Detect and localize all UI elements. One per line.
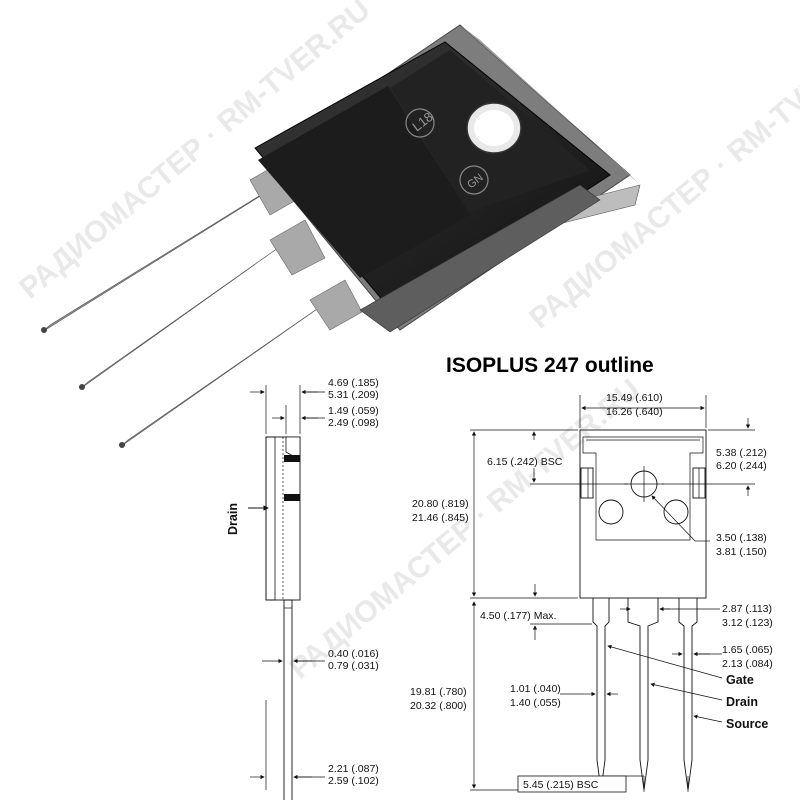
- side-dim-lead-b: 0.79 (.031): [328, 660, 379, 672]
- front-max-dim: 4.50 (.177) Max.: [480, 610, 556, 622]
- side-dim-top2-a: 1.49 (.059): [328, 405, 379, 417]
- side-dim-top1-a: 4.69 (.185): [328, 377, 379, 389]
- front-hole-offset-a: 5.38 (.212): [716, 447, 767, 459]
- side-dim-top2-b: 2.49 (.098): [328, 417, 379, 429]
- front-height-b: 21.46 (.845): [412, 512, 469, 524]
- side-view: Drain 4.69 (.185) 5.31 (.209) 1.49 (.059…: [226, 377, 379, 800]
- front-lead-w-a: 2.87 (.113): [722, 603, 772, 615]
- front-height-a: 20.80 (.819): [412, 498, 469, 510]
- front-bsc-hole: 6.15 (.242) BSC: [487, 456, 563, 468]
- front-lead-n-a: 1.65 (.065): [722, 644, 773, 656]
- pin-label-source: Source: [726, 717, 768, 731]
- front-lead-t-b: 1.40 (.055): [510, 697, 561, 709]
- front-lead-n-b: 2.13 (.084): [722, 658, 773, 670]
- front-view: 15.49 (.610) 16.26 (.640) 20.80 (.819) 2…: [410, 392, 773, 793]
- front-width-a: 15.49 (.610): [606, 392, 663, 404]
- front-lead-len-a: 19.81 (.780): [410, 686, 467, 698]
- side-dim-top1-b: 5.31 (.209): [328, 389, 379, 401]
- front-hole-dia-a: 3.50 (.138): [716, 532, 767, 544]
- front-lead-w-b: 3.12 (.123): [722, 617, 773, 629]
- front-hole-offset-b: 6.20 (.244): [716, 460, 767, 472]
- pin-label-drain: Drain: [726, 695, 758, 709]
- side-dim-lead-a: 0.40 (.016): [328, 648, 379, 660]
- transistor-photo: L18 GN: [41, 24, 641, 448]
- front-width-b: 16.26 (.640): [606, 406, 663, 418]
- side-dim-bottom-b: 2.59 (.102): [328, 775, 379, 787]
- side-dim-bottom-a: 2.21 (.087): [328, 763, 379, 775]
- front-lead-len-b: 20.32 (.800): [410, 700, 467, 712]
- photo-leads: [41, 159, 363, 448]
- side-drain-label: Drain: [226, 503, 240, 535]
- front-pitch: 5.45 (.215) BSC: [523, 779, 599, 791]
- diagram-title: ISOPLUS 247 outline: [446, 354, 654, 377]
- front-hole-dia-b: 3.81 (.150): [716, 546, 767, 558]
- front-lead-t-a: 1.01 (.040): [510, 683, 561, 695]
- pin-label-gate: Gate: [726, 673, 754, 687]
